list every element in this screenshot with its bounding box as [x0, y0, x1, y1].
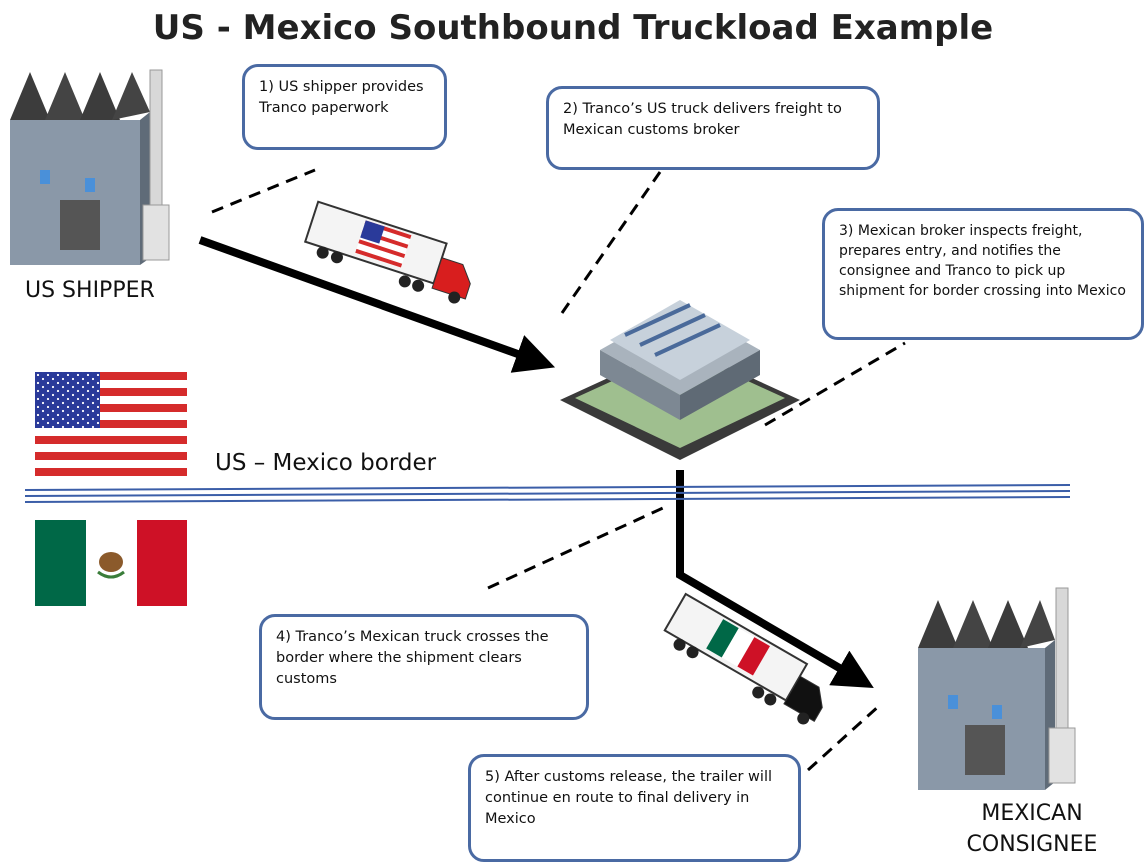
arrow-shipper-to-broker [198, 236, 556, 373]
callout-connectors [211, 168, 906, 772]
us-flag-icon [35, 372, 187, 477]
us-truck-icon [303, 200, 471, 304]
step-1-callout: 1) US shipper provides Tranco paperwork [242, 64, 447, 150]
mexican-truck-icon [663, 592, 823, 725]
border-line [24, 484, 1071, 503]
step-4-callout: 4) Tranco’s Mexican truck crosses the bo… [259, 614, 589, 720]
mexico-flag-icon [35, 520, 187, 606]
mexican-consignee-label-line2: CONSIGNEE [966, 832, 1098, 857]
arrow-broker-to-consignee [676, 470, 874, 689]
mexican-consignee-label: MEXICAN CONSIGNEE [952, 798, 1112, 860]
step-2-callout: 2) Tranco’s US truck delivers freight to… [546, 86, 880, 170]
us-shipper-factory-icon [10, 69, 170, 265]
step-3-callout: 3) Mexican broker inspects freight, prep… [822, 208, 1144, 340]
step-1-text: 1) US shipper provides Tranco paperwork [259, 79, 424, 116]
customs-broker-building-icon [560, 300, 800, 460]
step-2-text: 2) Tranco’s US truck delivers freight to… [563, 101, 842, 138]
step-5-text: 5) After customs release, the trailer wi… [485, 769, 773, 827]
border-label: US – Mexico border [215, 450, 437, 476]
us-shipper-label: US SHIPPER [25, 278, 155, 303]
mexican-consignee-label-line1: MEXICAN [981, 801, 1083, 826]
mexican-consignee-factory-icon [918, 587, 1076, 790]
step-5-callout: 5) After customs release, the trailer wi… [468, 754, 801, 862]
step-4-text: 4) Tranco’s Mexican truck crosses the bo… [276, 629, 549, 687]
step-3-text: 3) Mexican broker inspects freight, prep… [839, 223, 1126, 299]
diagram-title: US - Mexico Southbound Truckload Example [152, 8, 994, 48]
